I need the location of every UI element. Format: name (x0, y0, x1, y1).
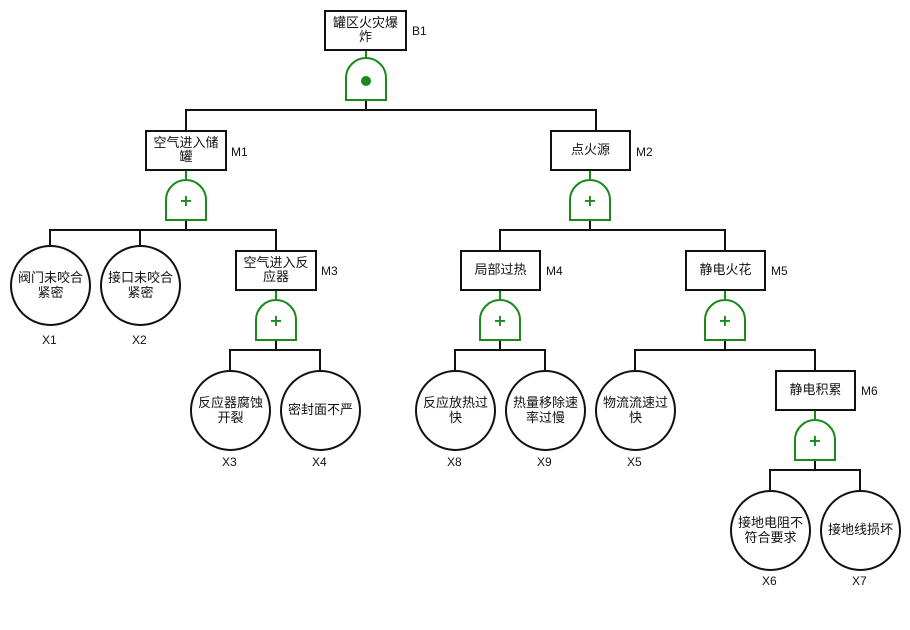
intermediate-event-m3[interactable]: 空气进入反应器 (235, 250, 317, 291)
event-id-x9: X9 (537, 455, 552, 469)
event-id-x5: X5 (627, 455, 642, 469)
intermediate-event-m5[interactable]: 静电火花 (685, 250, 766, 291)
intermediate-event-m1[interactable]: 空气进入储罐 (145, 130, 227, 171)
or-gate-m3: + (255, 299, 297, 341)
event-id-x8: X8 (447, 455, 462, 469)
event-id-x7: X7 (852, 574, 867, 588)
event-id-m2: M2 (636, 145, 653, 159)
basic-event-x2[interactable]: 接口未咬合紧密 (100, 245, 181, 326)
basic-event-x5[interactable]: 物流流速过快 (595, 370, 676, 451)
or-gate-icon (255, 299, 297, 341)
basic-event-x4[interactable]: 密封面不严 (280, 370, 361, 451)
basic-event-x6[interactable]: 接地电阻不符合要求 (730, 490, 811, 571)
event-id-x3: X3 (222, 455, 237, 469)
event-id-m1: M1 (231, 145, 248, 159)
or-gate-plus-icon: + (808, 431, 821, 450)
or-gate-plus-icon: + (179, 191, 192, 210)
basic-event-x1[interactable]: 阀门未咬合紧密 (10, 245, 91, 326)
basic-event-x9[interactable]: 热量移除速率过慢 (505, 370, 586, 451)
or-gate-icon (569, 179, 611, 221)
or-gate-m6: + (794, 419, 836, 461)
and-gate-b1 (345, 57, 387, 101)
event-id-m3: M3 (321, 264, 338, 278)
or-gate-m5: + (704, 299, 746, 341)
intermediate-event-m4[interactable]: 局部过热 (460, 250, 541, 291)
or-gate-icon (704, 299, 746, 341)
basic-event-x7[interactable]: 接地线损坏 (820, 490, 901, 571)
event-id-x2: X2 (132, 333, 147, 347)
basic-event-x3[interactable]: 反应器腐蚀开裂 (190, 370, 271, 451)
event-id-m6: M6 (861, 384, 878, 398)
event-id-x6: X6 (762, 574, 777, 588)
event-id-x4: X4 (312, 455, 327, 469)
event-id-b1: B1 (412, 24, 427, 38)
or-gate-m2: + (569, 179, 611, 221)
or-gate-plus-icon: + (493, 311, 506, 330)
basic-event-x8[interactable]: 反应放热过快 (415, 370, 496, 451)
event-id-m5: M5 (771, 264, 788, 278)
or-gate-plus-icon: + (583, 191, 596, 210)
and-gate-dot-icon (361, 76, 371, 86)
or-gate-plus-icon: + (269, 311, 282, 330)
top-event-b1[interactable]: 罐区火灾爆炸 (324, 10, 407, 51)
intermediate-event-m6[interactable]: 静电积累 (775, 370, 856, 411)
connector-lines (49, 50, 861, 490)
or-gate-icon (794, 419, 836, 461)
or-gate-icon (479, 299, 521, 341)
or-gate-icon (165, 179, 207, 221)
or-gate-m4: + (479, 299, 521, 341)
intermediate-event-m2[interactable]: 点火源 (550, 130, 631, 171)
or-gate-plus-icon: + (718, 311, 731, 330)
event-id-m4: M4 (546, 264, 563, 278)
event-id-x1: X1 (42, 333, 57, 347)
or-gate-m1: + (165, 179, 207, 221)
